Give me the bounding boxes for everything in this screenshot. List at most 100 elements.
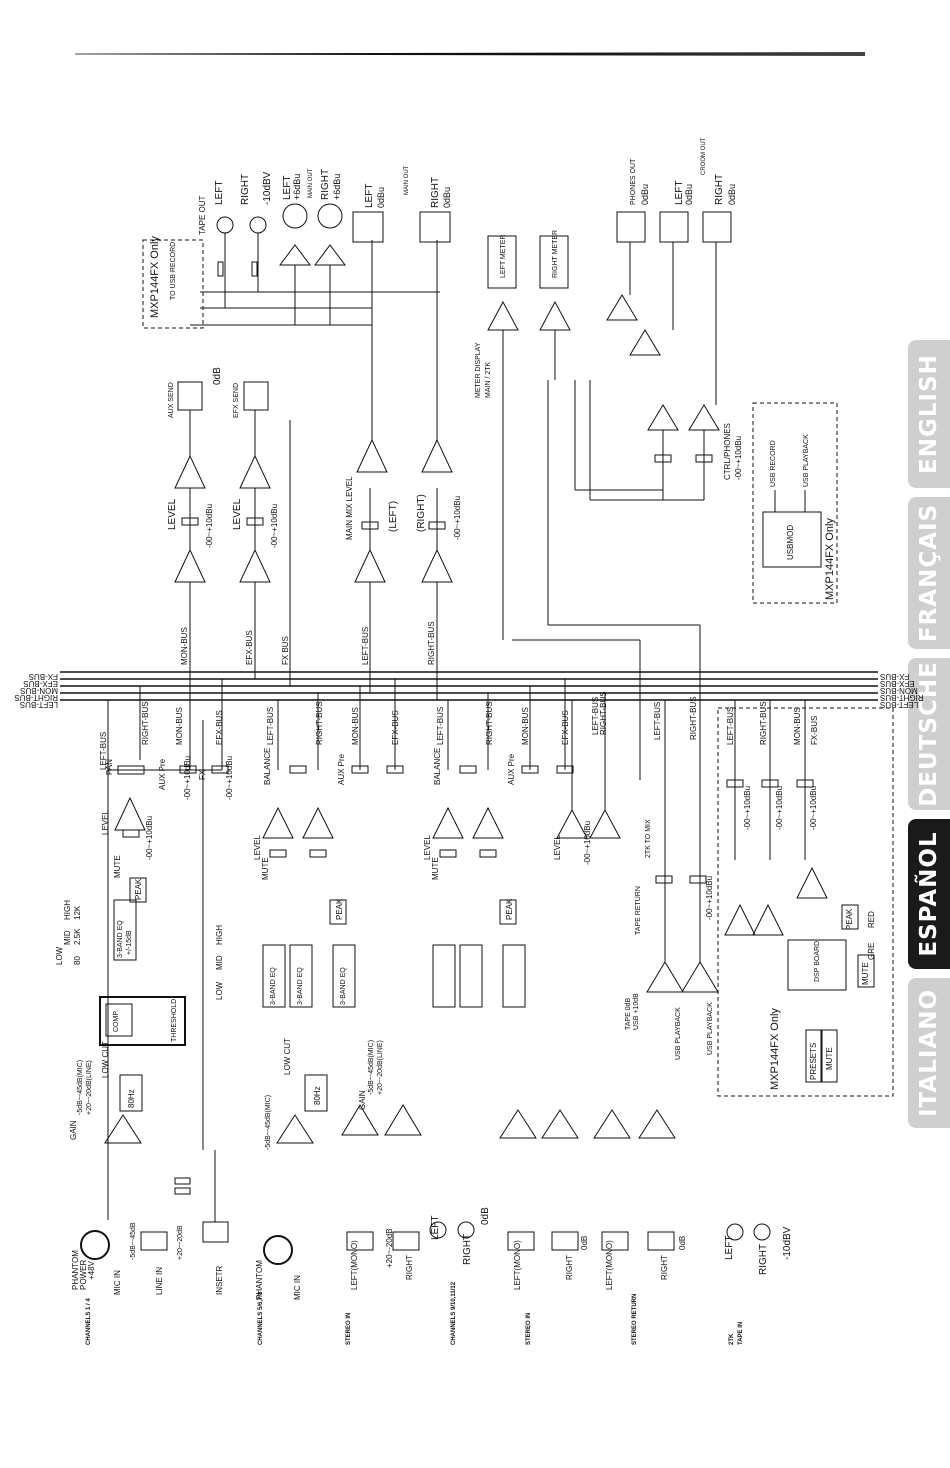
label: PAN — [105, 759, 114, 775]
label: MXP144FX Only — [824, 518, 836, 600]
label: FX — [198, 769, 207, 780]
label: PRESETS — [809, 1043, 818, 1080]
label: USB PLAYBACK — [675, 1007, 682, 1060]
label: -00~+10dBu — [453, 496, 462, 540]
label: +20~-20dB — [177, 1225, 184, 1260]
label: PEAK — [134, 878, 143, 900]
channel-label: 2TK — [729, 1333, 735, 1345]
bus-labels-left: FX-BUS EFX-BUS MON-BUS RIGHT-BUS LEFT-BU… — [14, 672, 58, 709]
label: TO USB RECORD — [170, 242, 177, 300]
label: EFX-BUS — [561, 710, 570, 745]
label: USB +10dB — [633, 993, 640, 1030]
label: -10dBV — [782, 1226, 793, 1260]
label: +48V — [87, 1260, 96, 1280]
label: RIGHT-BUS — [689, 696, 698, 740]
channel-label: CHANNELS 9/10,11/12 — [451, 1281, 457, 1345]
channel-strips — [80, 672, 894, 1265]
label: EFX-BUS — [215, 710, 224, 745]
tab-deutsche[interactable]: DEUTSCHE — [908, 658, 950, 810]
label: LINE IN — [155, 1267, 164, 1295]
label: -00~+10dBu — [205, 504, 214, 548]
label: PHONES OUT — [630, 158, 637, 205]
label: LOW CUT — [101, 1041, 110, 1078]
label: -5dB~-45dB — [130, 1222, 137, 1260]
label: LOW CUT — [283, 1038, 292, 1075]
label: RIGHT — [660, 1255, 669, 1280]
label: MAIN OUT — [308, 168, 314, 198]
label: RIGHT-BUS — [599, 691, 608, 735]
label: MXP144FX Only — [149, 236, 161, 318]
label: 0dBu — [684, 184, 694, 205]
label: 80Hz — [127, 1089, 136, 1108]
label: +20~-20dB(LINE) — [377, 1040, 384, 1095]
label: MXP144FX Only — [769, 1008, 781, 1090]
label: TAPE 0dB — [625, 998, 632, 1030]
label: MUTE — [431, 857, 440, 880]
label: MON-BUS — [521, 707, 530, 745]
label: LEVEL — [232, 498, 243, 530]
label: MUTE — [261, 857, 270, 880]
label: 0dBu — [442, 187, 452, 208]
bus-label: FX-BUS — [880, 672, 909, 681]
top-section — [142, 203, 838, 800]
label: USB RECORD — [770, 440, 777, 487]
label: LEFT — [364, 184, 375, 208]
label: FX-BUS — [810, 716, 819, 745]
label: EFX SEND — [233, 383, 240, 418]
label: MAIN / 2TK — [485, 361, 492, 398]
label: RIGHT — [714, 174, 725, 205]
tab-italiano[interactable]: ITALIANO — [908, 978, 950, 1128]
label: RED — [867, 911, 876, 928]
label: +6dBu — [292, 174, 302, 200]
label: RIGHT-BUS — [485, 701, 494, 745]
label: +20~-20dB(LINE) — [86, 1060, 93, 1115]
label: 3-BAND EQ — [297, 967, 304, 1005]
label: -10dBV — [262, 171, 273, 205]
label: 12K — [73, 905, 82, 920]
label: 0dBu — [376, 187, 386, 208]
label: RIGHT-BUS — [141, 701, 150, 745]
label: LEFT(MONO) — [605, 1240, 614, 1290]
label: 80 — [73, 956, 82, 965]
bus-label: FX-BUS — [29, 672, 58, 681]
tab-english[interactable]: ENGLISH — [908, 340, 950, 488]
label: BALANCE — [433, 748, 442, 785]
label: LEVEL — [553, 835, 562, 860]
tab-francais[interactable]: FRANÇAIS — [908, 497, 950, 649]
label: -00~+10dBu — [183, 756, 192, 800]
label: METER DISPLAY — [475, 342, 482, 398]
label: -00~+10dBu — [705, 876, 714, 920]
label: LEFT-BUS — [266, 707, 275, 745]
bus-label: RIGHT-BUS — [14, 693, 58, 702]
label: LEVEL — [167, 498, 178, 530]
bus-label: LEFT-BUS — [880, 700, 918, 709]
label: 0dB — [678, 1236, 687, 1250]
label: RIGHT — [758, 1244, 769, 1275]
label: RIGHT — [430, 177, 441, 208]
label: DSP BOARD — [814, 941, 821, 982]
label: LEFT(MONO) — [350, 1240, 359, 1290]
label: PEAK — [335, 898, 344, 920]
label: MAIN OUT — [404, 165, 410, 195]
label: +20~-20dB — [385, 1228, 394, 1268]
bus-tap-label: LEFT-BUS — [361, 627, 370, 665]
bus-label: LEFT-BUS — [20, 700, 58, 709]
label: LEFT-BUS — [653, 702, 662, 740]
tab-espanol[interactable]: ESPAÑOL — [908, 819, 950, 969]
label: 0dBu — [727, 184, 737, 205]
label: -00~+10dBu — [734, 436, 743, 480]
label: POWER — [79, 1260, 88, 1290]
label: LEFT-BUS — [436, 707, 445, 745]
label: LOW — [55, 946, 64, 965]
label: THRESHOLD — [171, 999, 178, 1042]
label: USB PLAYBACK — [803, 434, 810, 487]
label: AUX Pre — [337, 753, 346, 785]
label: HIGH — [215, 925, 224, 945]
label: LEFT — [214, 181, 225, 205]
label: 80Hz — [313, 1086, 322, 1105]
bus-label: MON-BUS — [20, 686, 58, 695]
channel-label: STEREO IN — [346, 1313, 352, 1345]
label: (RIGHT) — [416, 494, 427, 532]
bus-label: RIGHT-BUS — [880, 693, 924, 702]
